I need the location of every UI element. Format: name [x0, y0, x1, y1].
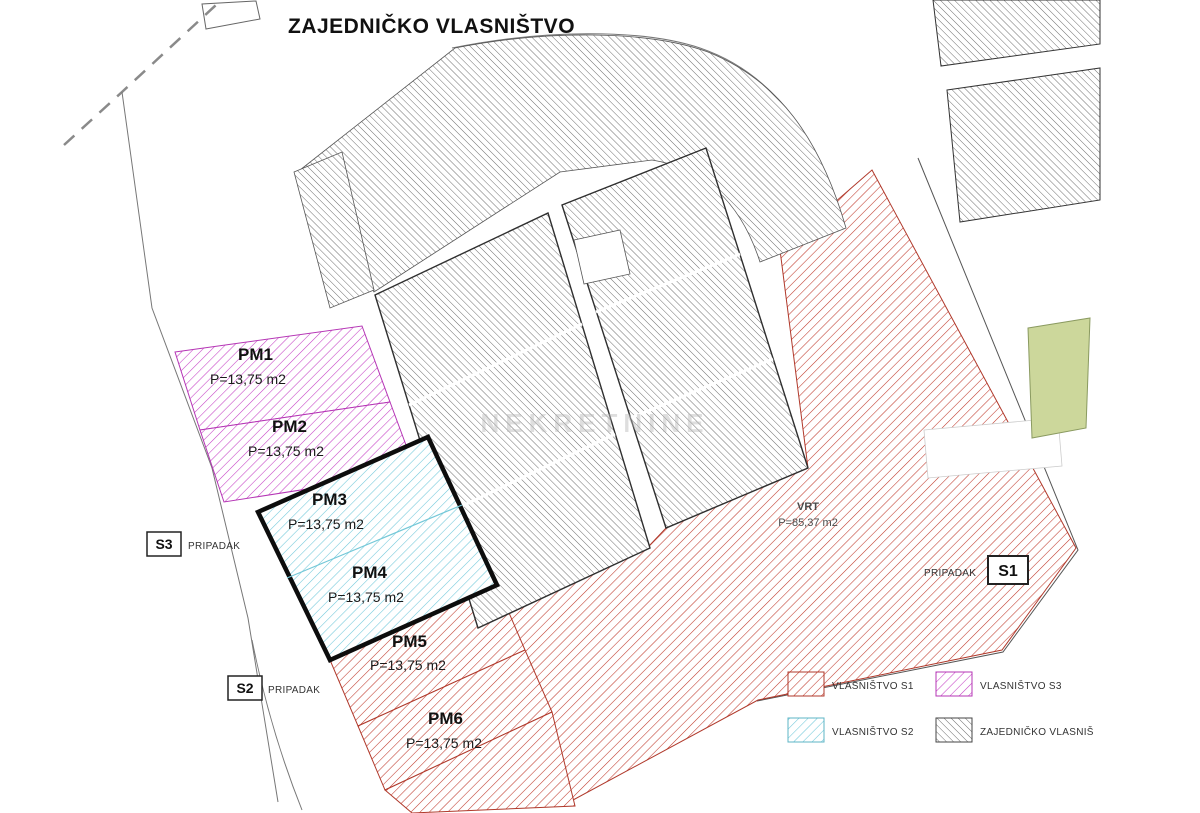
pm3-pm4-divider — [286, 504, 463, 579]
pm3-pm4-block — [254, 434, 501, 663]
pm2-label: PM2 — [272, 417, 307, 436]
garden-label: VRT P=85,37 m2 — [778, 501, 838, 529]
parcel-boundary-right — [756, 157, 1079, 702]
blank-label-box — [923, 417, 1063, 479]
s3-marker-label: PRIPADAK — [188, 541, 240, 552]
s1-marker-box — [987, 555, 1029, 585]
neighbor-building-b — [946, 67, 1101, 223]
pm1-area: P=13,75 m2 — [210, 371, 286, 387]
unit-divider — [408, 322, 583, 407]
s2-marker-code: S2 — [236, 680, 253, 696]
legend-label-s3: VLASNIŠTVO S3 — [980, 679, 1062, 692]
pm6-area: P=13,75 m2 — [406, 735, 482, 751]
watermark-text: NEKRETNINE — [480, 408, 709, 438]
legend: VLASNIŠTVO S1 VLASNIŠTVO S3 VLASNIŠTVO S… — [787, 671, 1094, 743]
parking-labels: PM1 P=13,75 m2 PM2 P=13,75 m2 PM3 P=13,7… — [210, 345, 482, 751]
garden-id: VRT — [797, 501, 819, 513]
zone-s3 — [174, 325, 417, 503]
pm3-label: PM3 — [312, 490, 347, 509]
pm6-label: PM6 — [428, 709, 463, 728]
garden-area — [1027, 317, 1091, 439]
legend-swatch-s3 — [935, 671, 973, 697]
common-strip-left — [293, 151, 375, 309]
ownership-markers: S3 PRIPADAK S2 PRIPADAK PRIPADAK S1 — [146, 531, 1029, 701]
neighbor-building-a — [932, 0, 1101, 67]
s2-marker-label: PRIPADAK — [268, 685, 320, 696]
building — [374, 147, 809, 629]
zone-s2 — [254, 434, 501, 663]
building-block-right — [561, 147, 809, 529]
pm4-area: P=13,75 m2 — [328, 589, 404, 605]
pm5-label: PM5 — [392, 632, 427, 651]
legend-label-s2: VLASNIŠTVO S2 — [832, 725, 914, 738]
unit-divider — [442, 432, 616, 517]
unit-divider — [630, 357, 774, 420]
s1-marker-label: PRIPADAK — [924, 568, 976, 579]
neighbor-parcel-outline — [201, 0, 261, 30]
legend-swatch-s2 — [787, 717, 825, 743]
legend-swatch-s1 — [787, 671, 825, 697]
s3-marker-box — [146, 531, 182, 557]
s3-marker-code: S3 — [155, 536, 172, 552]
pm1-label: PM1 — [238, 345, 273, 364]
pm5-area: P=13,75 m2 — [370, 657, 446, 673]
legend-label-common: ZAJEDNIČKO VLASNIŠ — [980, 725, 1094, 738]
pm4-label: PM4 — [352, 563, 388, 582]
neighbor-buildings — [932, 0, 1101, 223]
s1-marker-code: S1 — [998, 563, 1018, 580]
building-courtyard — [573, 229, 631, 285]
s2-marker-box — [227, 675, 263, 701]
parcel-boundary-bottom-curve — [251, 639, 303, 811]
page-title: ZAJEDNIČKO VLASNIŠTVO — [288, 14, 575, 38]
legend-swatch-common — [935, 717, 973, 743]
unit-divider — [595, 252, 741, 314]
legend-label-s1: VLASNIŠTVO S1 — [832, 679, 914, 692]
garden-area-label: P=85,37 m2 — [778, 517, 838, 529]
s1-area-bottom — [384, 711, 576, 813]
pm2-area: P=13,75 m2 — [248, 443, 324, 459]
pm3-area: P=13,75 m2 — [288, 516, 364, 532]
